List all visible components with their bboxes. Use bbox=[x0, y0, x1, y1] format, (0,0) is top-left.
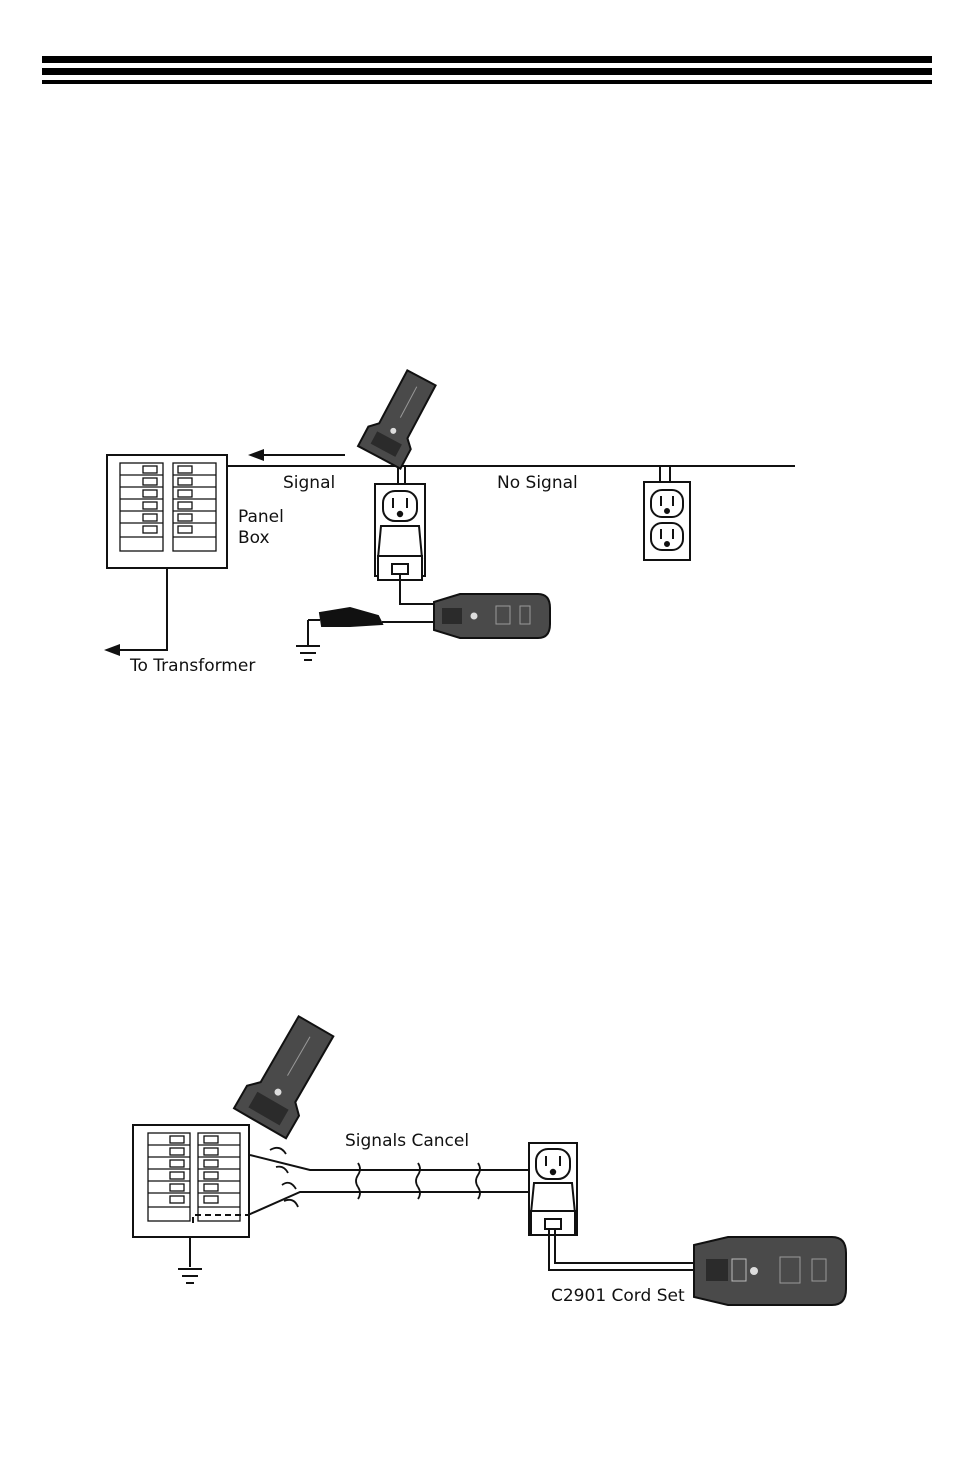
transmitter-tester-icon bbox=[693, 1236, 847, 1306]
transmitter-tester-icon bbox=[433, 593, 551, 639]
ground-symbol-icon bbox=[296, 645, 320, 661]
panel-box-icon bbox=[106, 454, 228, 569]
transformer-wire bbox=[118, 568, 168, 651]
ground-symbol-icon bbox=[178, 1268, 202, 1284]
signal-field-marks bbox=[269, 1146, 481, 1208]
clip-probe-icon bbox=[307, 606, 436, 645]
signal-tracing-diagram: Signal No Signal Panel Box To Transforme… bbox=[104, 368, 795, 676]
panel-box-icon bbox=[132, 1124, 250, 1238]
transformer-arrow-icon bbox=[104, 644, 120, 656]
panel-label: Panel bbox=[238, 507, 284, 527]
arrow-left-icon bbox=[248, 449, 264, 461]
neutral-wire bbox=[247, 1191, 530, 1216]
tester-lead bbox=[399, 574, 436, 605]
hot-wire bbox=[249, 1154, 530, 1171]
receiver-tester-icon bbox=[356, 368, 437, 470]
receiver-tester-icon bbox=[232, 1014, 335, 1140]
signals-cancel-label: Signals Cancel bbox=[345, 1131, 469, 1151]
no-signal-label: No Signal bbox=[497, 473, 578, 493]
duplex-outlet-icon bbox=[643, 481, 691, 561]
plug-adapter-icon bbox=[376, 525, 424, 581]
header-rule-bottom bbox=[42, 80, 932, 84]
cord-set-wire bbox=[548, 1229, 698, 1271]
cord-set-label: C2901 Cord Set bbox=[551, 1286, 685, 1306]
signal-label: Signal bbox=[283, 473, 335, 493]
plug-adapter-icon bbox=[529, 1182, 577, 1236]
header-rule-top bbox=[42, 56, 932, 63]
to-transformer-label: To Transformer bbox=[129, 656, 255, 676]
cord-set-wire-2 bbox=[554, 1229, 698, 1264]
header-rule-middle bbox=[42, 68, 932, 75]
signals-cancel-diagram: Signals Cancel C2901 Cord Set bbox=[132, 1014, 847, 1306]
box-label: Box bbox=[238, 528, 270, 548]
